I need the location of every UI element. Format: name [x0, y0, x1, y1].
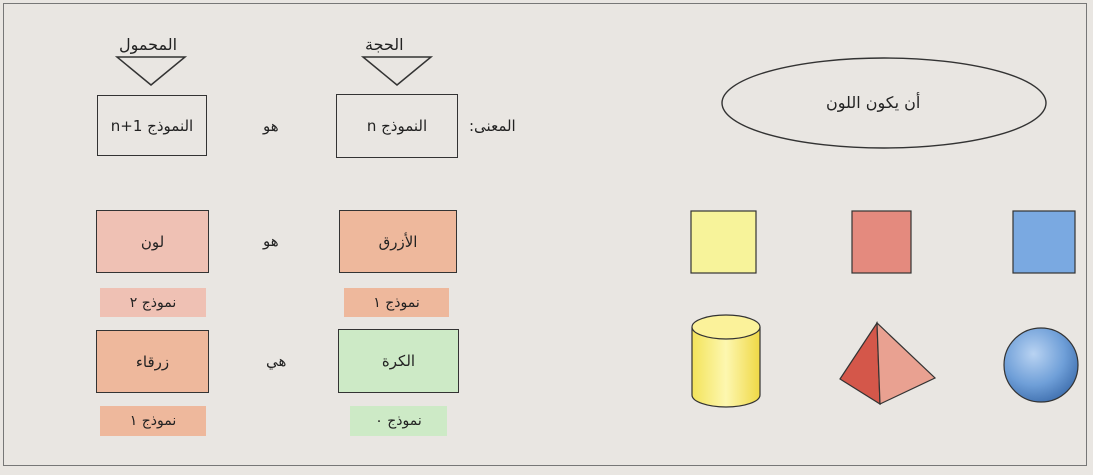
predicate-blue-text: زرقاء [135, 352, 170, 371]
diagram-frame [3, 3, 1087, 466]
row-ball-is-word: هي [266, 352, 287, 370]
predicate-color-text: لون [140, 232, 165, 251]
red-square [851, 210, 912, 274]
meaning-label: المعنى: [469, 117, 516, 135]
blue-sphere [1003, 327, 1079, 403]
predicate-model-1-tag: نموذج ١ [100, 406, 206, 436]
argument-header: الحجة [365, 35, 404, 54]
predicate-model-2-tag: نموذج ٢ [100, 288, 206, 317]
model-n-text: النموذج n [366, 117, 428, 135]
model-n-plus-1-text: النموذج n+1 [110, 116, 194, 135]
red-pyramid [839, 321, 937, 406]
predicate-header: المحمول [119, 35, 178, 54]
yellow-cylinder [691, 314, 761, 408]
row-blue-is-word: هو [263, 232, 279, 250]
model-n-box: النموذج n [336, 94, 458, 158]
argument-blue-text: الأزرق [378, 232, 418, 251]
yellow-square [690, 210, 757, 274]
argument-model-0-tag: نموذج ٠ [350, 406, 447, 436]
predicate-blue-box: زرقاء [96, 330, 209, 393]
predicate-color-box: لون [96, 210, 209, 273]
concept-ellipse-text: أن يكون اللون [826, 93, 921, 112]
argument-ball-text: الكرة [381, 352, 416, 370]
model-n-plus-1-box: النموذج n+1 [97, 95, 207, 156]
concept-ellipse [721, 57, 1047, 149]
argument-model-1-tag: نموذج ١ [344, 288, 449, 317]
blue-square [1012, 210, 1076, 274]
meaning-is-word: هو [263, 117, 279, 135]
argument-triangle [360, 56, 434, 86]
argument-blue-box: الأزرق [339, 210, 457, 273]
predicate-triangle [114, 56, 188, 86]
argument-ball-box: الكرة [338, 329, 459, 393]
